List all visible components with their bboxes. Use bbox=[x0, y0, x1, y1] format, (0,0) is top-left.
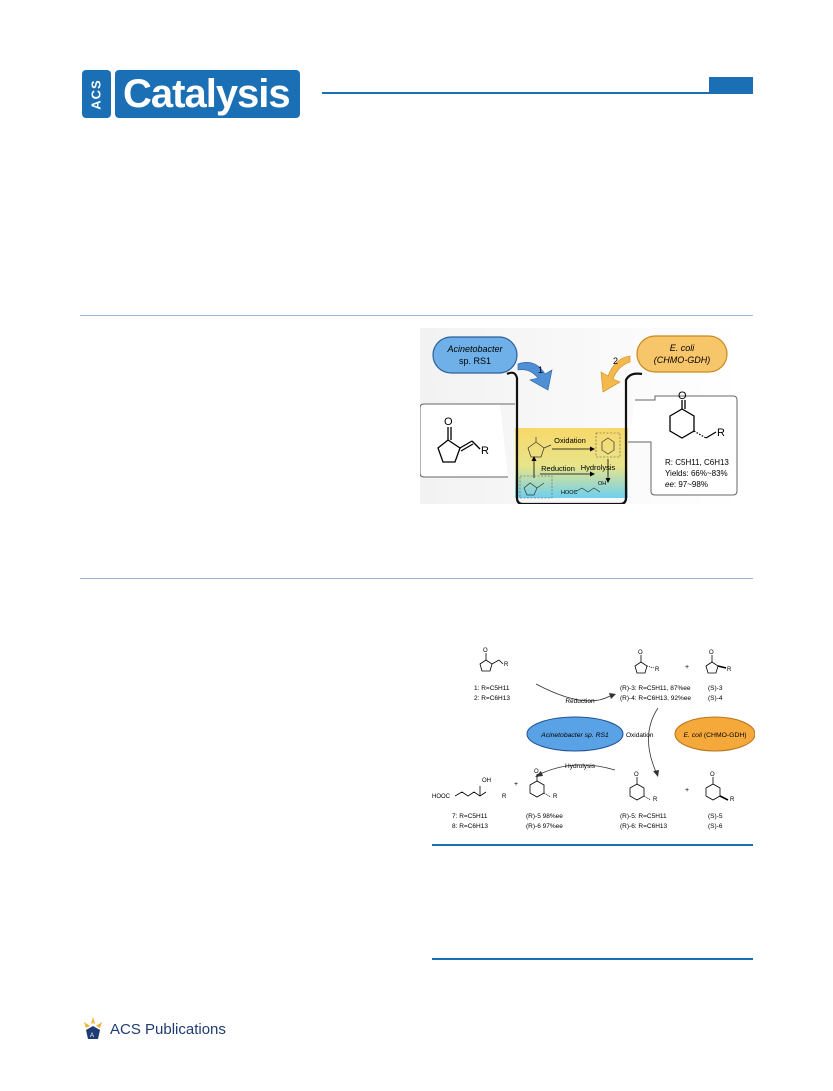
scheme-oxidation: Oxidation bbox=[626, 732, 654, 739]
scheme-r2: R bbox=[655, 667, 660, 673]
scheme-hydroxyacid: HOOC OH R + 7: R=C5H11 8: R=C6H13 bbox=[432, 778, 518, 830]
scheme-cpd5S: (S)-5 bbox=[708, 813, 723, 820]
scheme-cpd1: 1: R=C5H11 bbox=[474, 685, 510, 692]
scheme-hydrolysis-arrow bbox=[539, 764, 616, 775]
acinetobacter-cell: Acinetobacter sp. RS1 bbox=[432, 336, 518, 374]
step2-arrow bbox=[600, 355, 631, 393]
scheme-o1: O bbox=[483, 648, 488, 654]
product-o: O bbox=[678, 390, 687, 402]
svg-text:E. coli (CHMO-GDH): E. coli (CHMO-GDH) bbox=[683, 732, 746, 739]
scheme-r7: R bbox=[730, 797, 735, 803]
scheme-cpd5ee: (R)-5 98%ee bbox=[526, 813, 563, 820]
scheme-o6: O bbox=[710, 772, 715, 778]
scheme-cpd4R: (R)-4: R=C6H13, 92%ee bbox=[620, 695, 691, 702]
logo-wordmark-text: Catalysis bbox=[123, 71, 291, 116]
toc-reduction: Reduction bbox=[541, 464, 575, 473]
scheme-o3: O bbox=[709, 650, 714, 656]
scheme-reduction: Reduction bbox=[565, 698, 595, 705]
product-ee-value: : 97~98% bbox=[674, 480, 708, 489]
scheme-cpd5R: (R)-5: R=C5H11 bbox=[620, 813, 667, 820]
toc-oxidation: Oxidation bbox=[554, 436, 586, 445]
header-rule bbox=[322, 92, 753, 94]
scheme-cpd3S: (S)-3 bbox=[708, 685, 723, 692]
scheme-cpd7: 7: R=C5H11 bbox=[452, 813, 488, 820]
toc-graphic: Acinetobacter sp. RS1 E. coli (CHMO-GDH)… bbox=[420, 328, 741, 504]
scheme-ecoli-cell: E. coli (CHMO-GDH) bbox=[674, 716, 755, 752]
scheme-ecoli: E. coli bbox=[683, 732, 702, 739]
acs-publications-icon: A bbox=[84, 1017, 102, 1039]
scheme-o5: O bbox=[634, 772, 639, 778]
scheme-cpd2: 2: R=C6H13 bbox=[474, 695, 510, 702]
scheme-cpd8: 8: R=C6H13 bbox=[452, 823, 488, 830]
logo-wordmark: Catalysis bbox=[115, 70, 300, 118]
reaction-scheme: O R 1: R=C5H11 2: R=C6H13 Reduction O R … bbox=[432, 648, 755, 830]
product-ee-label: ee bbox=[665, 480, 674, 489]
scheme-rule-top bbox=[432, 844, 753, 846]
beaker bbox=[506, 371, 643, 504]
acinetobacter-label-1: Acinetobacter bbox=[446, 344, 503, 354]
scheme-reduction-arrow bbox=[535, 683, 611, 702]
svg-text:ee: 97~98%: ee: 97~98% bbox=[665, 480, 708, 489]
scheme-plus3: + bbox=[685, 787, 689, 794]
step1-label: 1 bbox=[538, 365, 543, 375]
scheme-oxidation-arrow bbox=[648, 707, 659, 773]
scheme-ketones: O R + O R (R)-3: R=C5H11, 87%ee (R)-4: R… bbox=[620, 650, 732, 702]
acs-publications-logo: A ACS Publications bbox=[80, 1016, 226, 1042]
scheme-cpd3R: (R)-3: R=C5H11, 87%ee bbox=[620, 685, 691, 692]
acinetobacter-label-2: sp. RS1 bbox=[459, 356, 491, 366]
scheme-o4: O bbox=[534, 769, 539, 775]
logo-acs-badge: ACS bbox=[82, 70, 111, 118]
scheme-hydrolysis: Hydrolysis bbox=[565, 763, 596, 770]
scheme-substrate: O R 1: R=C5H11 2: R=C6H13 bbox=[474, 648, 510, 702]
scheme-r1: R bbox=[504, 662, 509, 668]
beaker-reaction: Oxidation Reduction Hydrolysis HOOC OH bbox=[519, 432, 621, 499]
product-r-values: R: C5H11, C6H13 bbox=[665, 458, 729, 467]
scheme-ecoli-rest: (CHMO-GDH) bbox=[704, 732, 747, 739]
substrate-r: R bbox=[481, 445, 489, 457]
product-box: O R R: C5H11, C6H13 Yields: 66%~83% ee: … bbox=[628, 390, 738, 496]
product-r: R bbox=[717, 427, 725, 439]
logo-acs-text: ACS bbox=[89, 78, 105, 110]
scheme-cpd6R: (R)-6: R=C6H13 bbox=[620, 823, 668, 830]
scheme-oh: OH bbox=[482, 778, 491, 784]
toc-hydrolysis: Hydrolysis bbox=[581, 463, 616, 472]
ecoli-label-1: E. coli bbox=[670, 343, 696, 353]
step1-arrow bbox=[517, 362, 553, 391]
scheme-r3: R bbox=[727, 667, 732, 673]
scheme-plus1: + bbox=[685, 664, 689, 671]
acs-publications-text: ACS Publications bbox=[110, 1020, 226, 1038]
step2-label: 2 bbox=[613, 356, 618, 366]
ecoli-label-2: (CHMO-GDH) bbox=[654, 355, 711, 365]
scheme-lactones: O R + O R (R)-5: R=C5H11 (R)-6: R=C6H13 … bbox=[620, 772, 735, 830]
ecoli-cell: E. coli (CHMO-GDH) bbox=[636, 335, 728, 373]
svg-text:A: A bbox=[90, 1033, 94, 1039]
scheme-acinetobacter: Acinetobacter sp. RS1 bbox=[540, 732, 609, 739]
substrate-o: O bbox=[444, 416, 453, 428]
product-yields: Yields: 66%~83% bbox=[665, 469, 728, 478]
scheme-lactone-ee: O R (R)-5 98%ee (R)-6 97%ee bbox=[526, 769, 563, 830]
scheme-acinetobacter-cell: Acinetobacter sp. RS1 bbox=[526, 716, 624, 752]
scheme-plus2: + bbox=[514, 781, 518, 788]
scheme-r6: R bbox=[653, 797, 658, 803]
scheme-cpd6ee: (R)-6 97%ee bbox=[526, 823, 563, 830]
scheme-hooc: HOOC bbox=[432, 794, 451, 800]
scheme-cpd4S: (S)-4 bbox=[708, 695, 723, 702]
substrate-box: O R bbox=[420, 403, 515, 478]
toc-hooc: HOOC bbox=[561, 490, 578, 496]
scheme-r4: R bbox=[502, 794, 507, 800]
scheme-cpd6S: (S)-6 bbox=[708, 823, 723, 830]
abstract-box bbox=[80, 315, 753, 579]
header-tab bbox=[709, 77, 753, 92]
scheme-r5: R bbox=[553, 794, 558, 800]
scheme-rule-bottom bbox=[432, 958, 753, 960]
toc-oh: OH bbox=[598, 481, 606, 487]
scheme-o2: O bbox=[638, 650, 643, 656]
journal-logo: ACS Catalysis bbox=[82, 70, 300, 118]
